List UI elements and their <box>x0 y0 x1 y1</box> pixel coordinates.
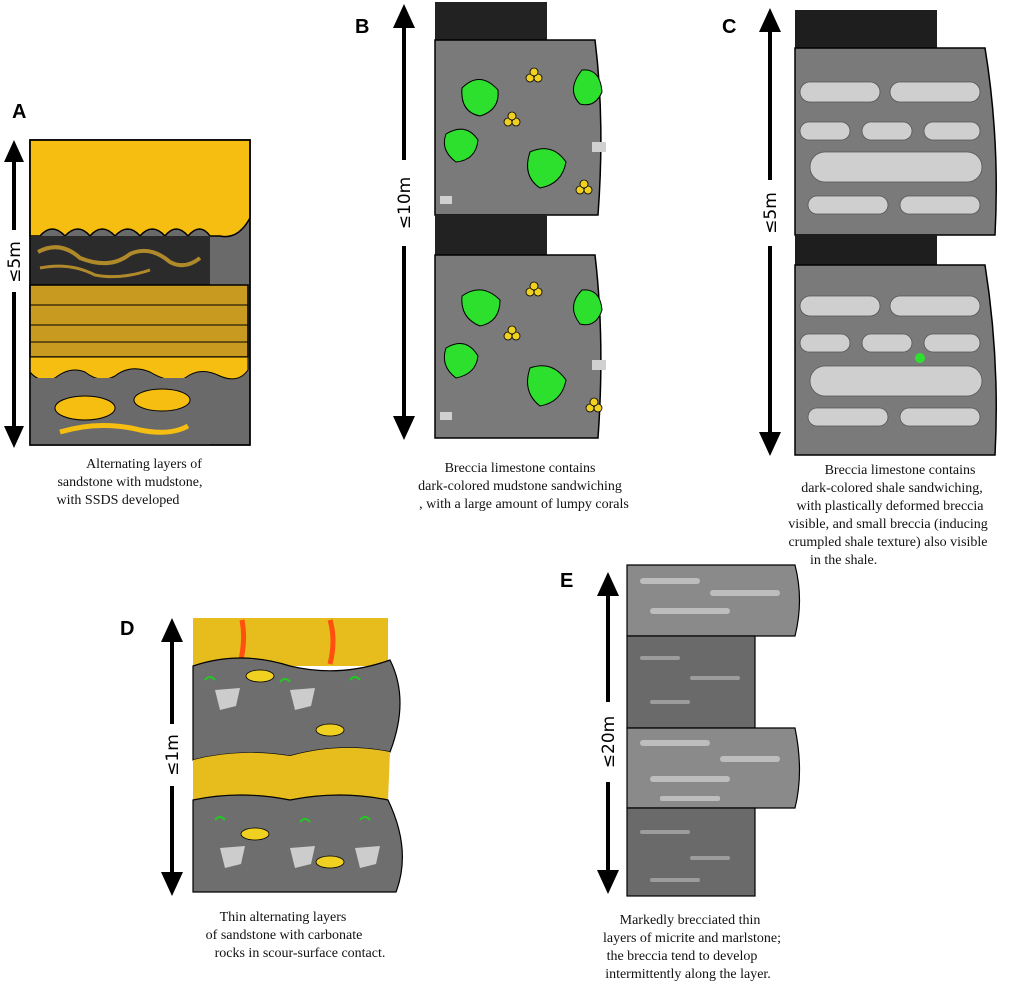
panel-e-label: E <box>560 570 573 592</box>
panel-a-scale-label: ≤5m <box>5 241 25 283</box>
panel-b-caption-line: , with a large amount of lumpy corals <box>419 497 629 512</box>
panel-c-caption-line: Breccia limestone contains <box>825 463 976 478</box>
panel-b: B ≤10m <box>355 2 629 512</box>
panel-d: D ≤1m <box>120 618 403 961</box>
panel-a: A ≤5m Alternating laye <box>2 101 251 508</box>
panel-a-caption-line: sandstone with mudstone, <box>57 475 202 490</box>
panel-b-column <box>434 2 606 439</box>
panel-a-caption: Alternating layers of sandstone with mud… <box>57 457 203 508</box>
panel-d-label: D <box>120 618 134 640</box>
panel-b-scale-arrow <box>392 4 416 440</box>
panel-e-caption-line: the breccia tend to develop <box>607 949 758 964</box>
panel-a-scale-arrow <box>2 140 26 448</box>
panel-e-caption: Markedly brecciated thin layers of micri… <box>603 913 781 982</box>
panel-d-column <box>192 618 403 893</box>
panel-e-scale-arrow <box>596 572 620 894</box>
panel-b-scale-label: ≤10m <box>395 177 415 229</box>
panel-a-caption-line: Alternating layers of <box>86 457 202 472</box>
panel-e-column <box>626 564 801 897</box>
panel-e-caption-line: Markedly brecciated thin <box>620 913 761 928</box>
panel-c-caption-line: crumpled shale texture) also visible <box>788 535 987 550</box>
panel-a-caption-line: with SSDS developed <box>57 493 180 508</box>
panel-c-caption-line: visible, and small breccia (inducing <box>788 517 987 532</box>
panel-b-caption: Breccia limestone contains dark-colored … <box>418 461 629 512</box>
panel-d-caption-line: Thin alternating layers <box>220 910 347 925</box>
panel-c-scale-arrow <box>758 8 782 456</box>
panel-c-column <box>794 10 997 456</box>
panel-e-caption-line: intermittently along the layer. <box>605 967 771 982</box>
panel-e-scale-label: ≤20m <box>599 716 619 768</box>
panel-c: C ≤5m <box>722 8 997 568</box>
panel-b-caption-line: dark-colored mudstone sandwiching <box>418 479 622 494</box>
panel-d-caption-line: rocks in scour-surface contact. <box>215 946 386 961</box>
panel-e-caption-line: layers of micrite and marlstone; <box>603 931 781 946</box>
panel-b-caption-line: Breccia limestone contains <box>445 461 596 476</box>
panel-e: E ≤20m <box>560 564 801 982</box>
panel-a-column <box>29 139 251 446</box>
panel-d-scale-arrow <box>160 618 184 896</box>
panel-b-label: B <box>355 16 369 38</box>
panel-a-label: A <box>12 101 26 123</box>
panel-d-caption-line: of sandstone with carbonate <box>206 928 363 943</box>
panel-d-caption: Thin alternating layers of sandstone wit… <box>206 910 386 961</box>
panel-c-caption-line: dark-colored shale sandwiching, <box>801 481 983 496</box>
panel-c-caption-line: with plastically deformed breccia <box>797 499 985 514</box>
panel-c-caption: Breccia limestone contains dark-colored … <box>788 463 987 568</box>
panel-d-scale-label: ≤1m <box>163 734 183 776</box>
panel-c-caption-line: in the shale. <box>810 553 877 568</box>
panel-c-scale-label: ≤5m <box>761 192 781 234</box>
panel-c-label: C <box>722 16 736 38</box>
